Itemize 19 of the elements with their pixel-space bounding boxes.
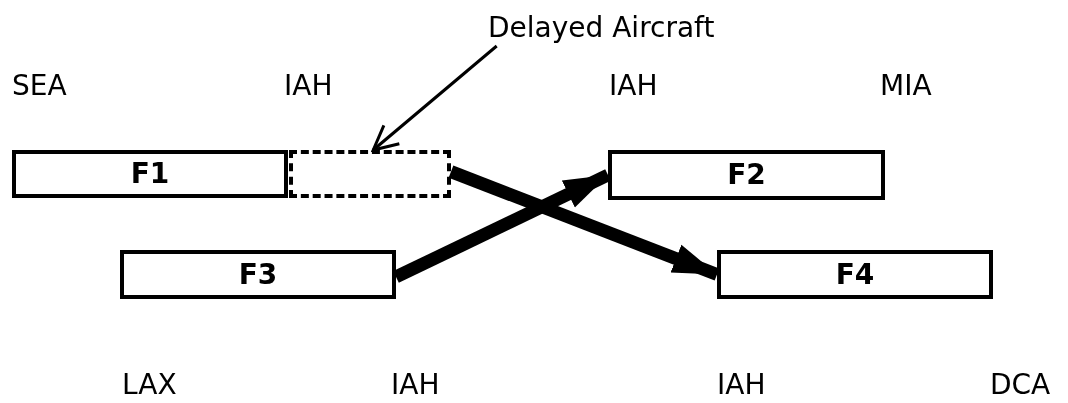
flight-label: F4 bbox=[835, 260, 875, 289]
dashed-box bbox=[289, 150, 451, 198]
flight-box bbox=[608, 150, 885, 200]
airport-code: IAH bbox=[609, 72, 658, 100]
flight-label: F1 bbox=[130, 160, 170, 188]
flight-label: F3 bbox=[238, 260, 278, 289]
callout-text: Delayed Aircraft bbox=[488, 10, 778, 46]
leader-arrow bbox=[371, 44, 498, 152]
airport-code: DCA bbox=[990, 371, 1051, 399]
flight-box bbox=[717, 250, 993, 299]
flight-label: F2 bbox=[727, 161, 766, 189]
airport-code: MIA bbox=[880, 72, 932, 100]
airport-code: IAH bbox=[284, 72, 333, 100]
flight-box bbox=[12, 150, 288, 198]
airport-code: IAH bbox=[391, 371, 440, 399]
airport-code: SEA bbox=[12, 72, 67, 100]
airport-code: IAH bbox=[717, 371, 766, 399]
flight-box bbox=[120, 250, 396, 299]
airport-code: LAX bbox=[122, 371, 177, 399]
